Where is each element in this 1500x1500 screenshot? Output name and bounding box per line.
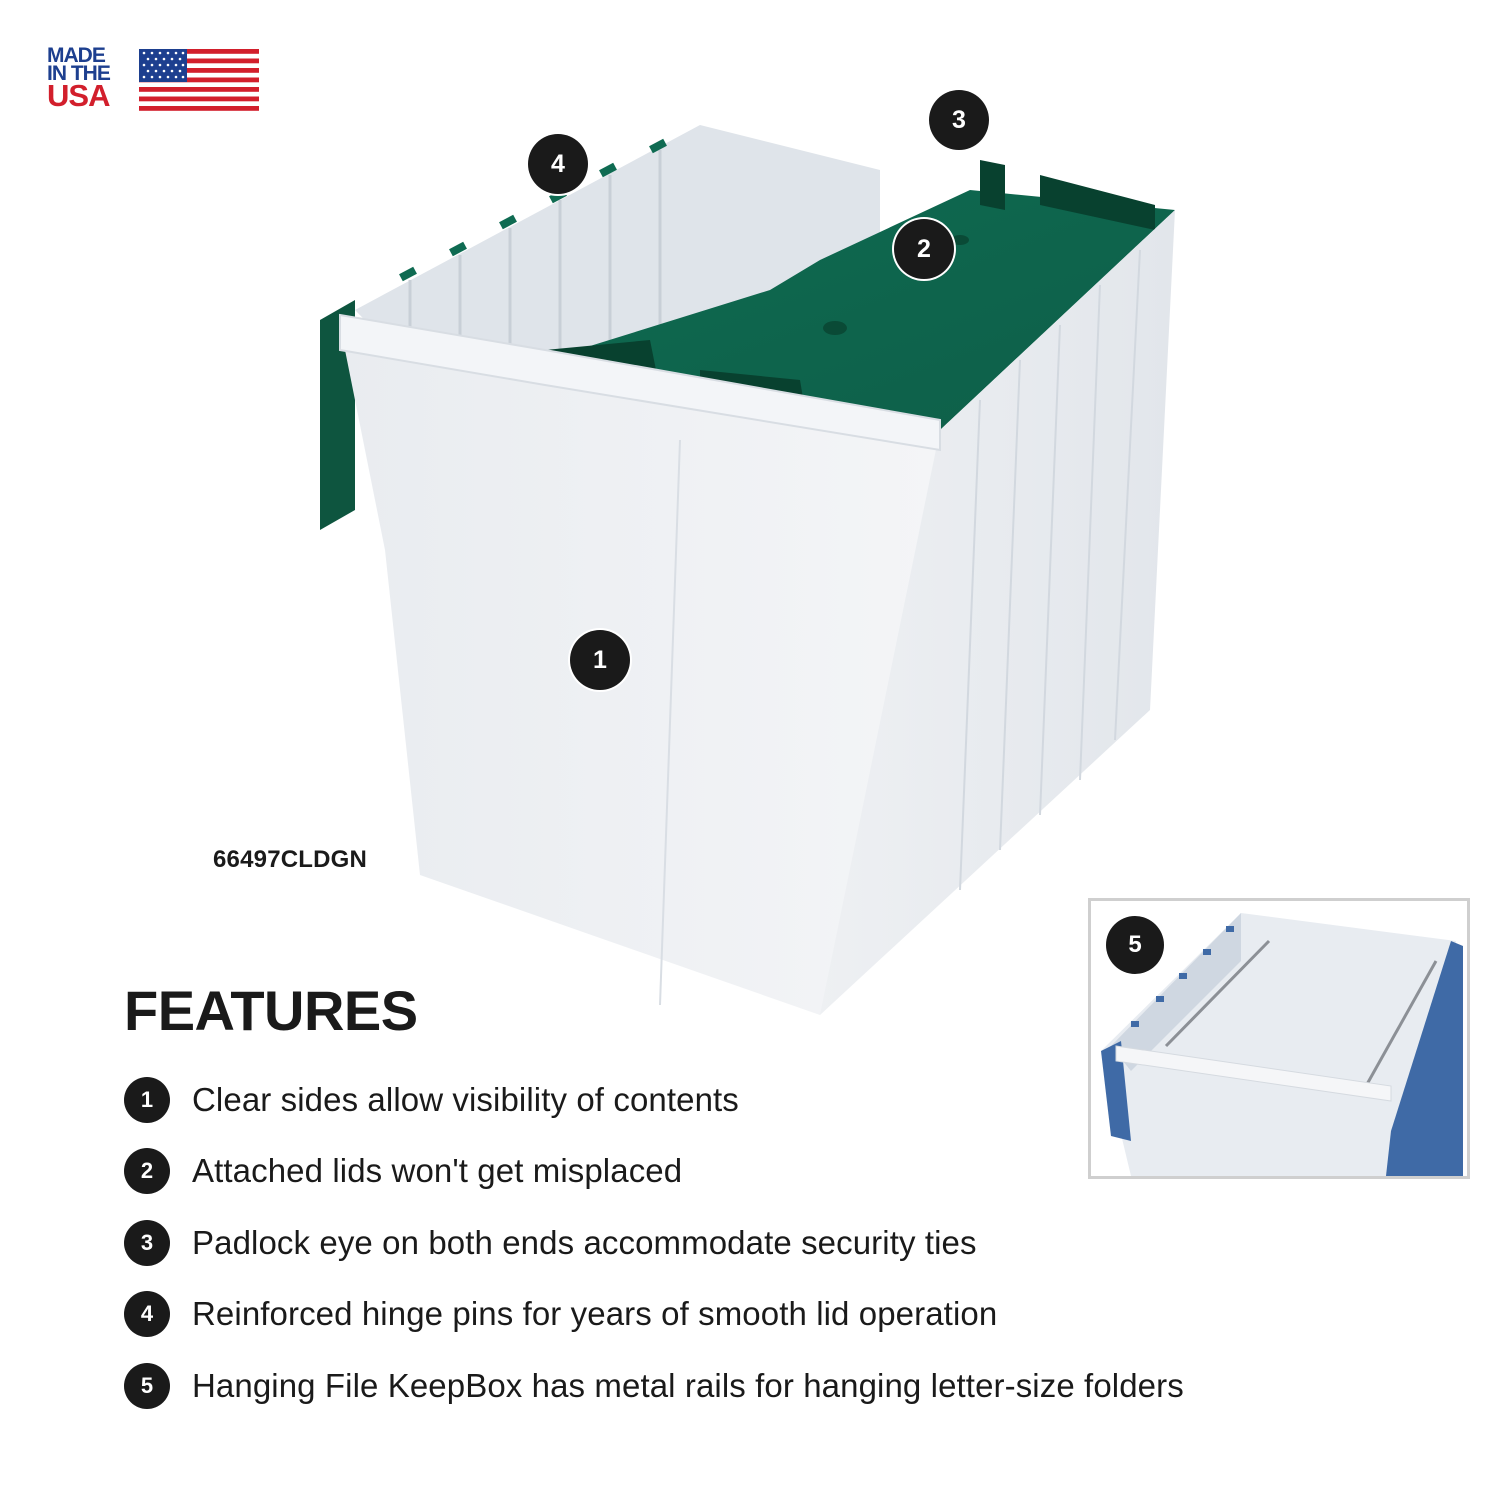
badge-line-2: IN THE [47,62,111,86]
callout-3: 3 [929,90,989,150]
callout-4: 4 [528,134,588,194]
feature-item: 2 Attached lids won't get misplaced [124,1136,1184,1208]
product-image [300,100,1200,1030]
feature-number-badge: 5 [124,1362,170,1409]
badge-line-1: MADE [47,44,106,67]
feature-item: 1 Clear sides allow visibility of conten… [124,1064,1184,1136]
feature-number-badge: 4 [124,1291,170,1338]
made-in-usa-badge: MADE IN THE USA [47,44,261,114]
feature-text: Padlock eye on both ends accommodate sec… [192,1223,977,1261]
feature-text: Attached lids won't get misplaced [192,1152,683,1190]
badge-line-3: USA [47,78,110,114]
inset-hanging-file-image: 5 [1088,898,1470,1179]
feature-item: 5 Hanging File KeepBox has metal rails f… [124,1350,1184,1422]
features-list: 1 Clear sides allow visibility of conten… [124,1064,1184,1422]
model-number: 66497CLDGN [213,846,368,873]
callout-5: 5 [1106,916,1164,974]
features-heading: FEATURES [124,979,418,1042]
feature-number-badge: 2 [124,1148,170,1195]
feature-text: Clear sides allow visibility of contents [192,1080,739,1118]
feature-text: Hanging File KeepBox has metal rails for… [192,1366,1184,1404]
made-in-usa-text: MADE IN THE USA [47,44,139,114]
feature-text: Reinforced hinge pins for years of smoot… [192,1295,998,1333]
tote-illustration [320,125,1175,1015]
feature-number-badge: 3 [124,1219,170,1266]
feature-number-badge: 1 [124,1076,170,1123]
us-flag-icon [139,49,259,111]
feature-item: 4 Reinforced hinge pins for years of smo… [124,1279,1184,1351]
feature-item: 3 Padlock eye on both ends accommodate s… [124,1207,1184,1279]
callout-1: 1 [570,630,630,690]
callout-2: 2 [894,219,954,279]
